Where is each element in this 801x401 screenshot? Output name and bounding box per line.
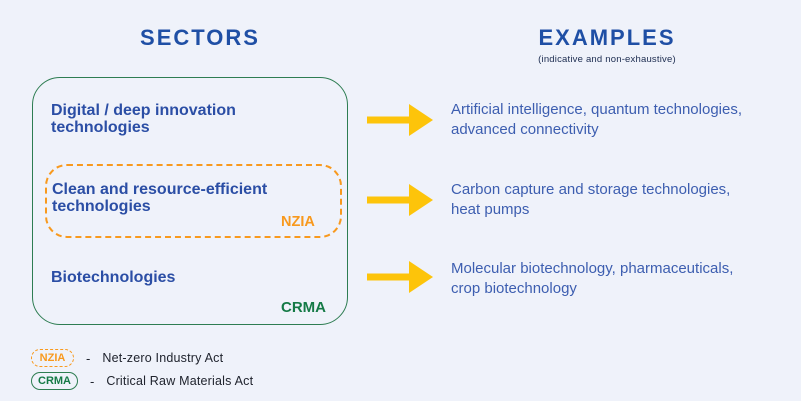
crma-scope-box xyxy=(32,77,348,325)
right-arrow-icon xyxy=(367,184,433,216)
text-line: Digital / deep innovation xyxy=(51,102,236,119)
text-line: advanced connectivity xyxy=(451,121,599,138)
crma-tag: CRMA xyxy=(281,299,326,316)
text-line: heat pumps xyxy=(451,201,530,218)
example-bio-text: Molecular biotechnology, pharmaceuticals… xyxy=(451,259,733,299)
examples-heading-group: EXAMPLES (indicative and non-exhaustive) xyxy=(440,25,774,65)
examples-heading: EXAMPLES xyxy=(538,25,676,50)
text-line: Carbon capture and storage technologies, xyxy=(451,181,731,198)
crma-legend-badge: CRMA xyxy=(31,372,78,390)
example-clean-text: Carbon capture and storage technologies,… xyxy=(451,180,730,220)
examples-note: (indicative and non-exhaustive) xyxy=(538,54,676,65)
text-line: crop biotechnology xyxy=(451,280,577,297)
legend-separator: - xyxy=(90,373,95,389)
nzia-scope-box xyxy=(45,164,342,238)
sector-clean-label: Clean and resource-efficient technologie… xyxy=(52,181,267,215)
nzia-legend-label: Net-zero Industry Act xyxy=(102,351,224,365)
nzia-tag: NZIA xyxy=(281,214,315,230)
text-line: Molecular biotechnology, pharmaceuticals… xyxy=(451,260,734,277)
sector-digital-label: Digital / deep innovation technologies xyxy=(51,102,236,136)
sector-bio-label: Biotechnologies xyxy=(51,269,175,286)
example-digital-text: Artificial intelligence, quantum technol… xyxy=(451,100,742,140)
sectors-heading: SECTORS xyxy=(140,25,260,50)
text-line: Biotechnologies xyxy=(51,269,176,286)
crma-legend-label: Critical Raw Materials Act xyxy=(106,374,254,388)
legend-row-crma: CRMA - Critical Raw Materials Act xyxy=(31,372,253,390)
text-line: Artificial intelligence, quantum technol… xyxy=(451,101,742,118)
text-line: technologies xyxy=(51,119,150,136)
text-line: Clean and resource-efficient xyxy=(52,181,268,198)
legend-separator: - xyxy=(86,350,91,366)
text-line: technologies xyxy=(52,198,151,215)
right-arrow-icon xyxy=(367,261,433,293)
nzia-legend-badge: NZIA xyxy=(31,349,74,367)
legend-row-nzia: NZIA - Net-zero Industry Act xyxy=(31,349,223,367)
right-arrow-icon xyxy=(367,104,433,136)
